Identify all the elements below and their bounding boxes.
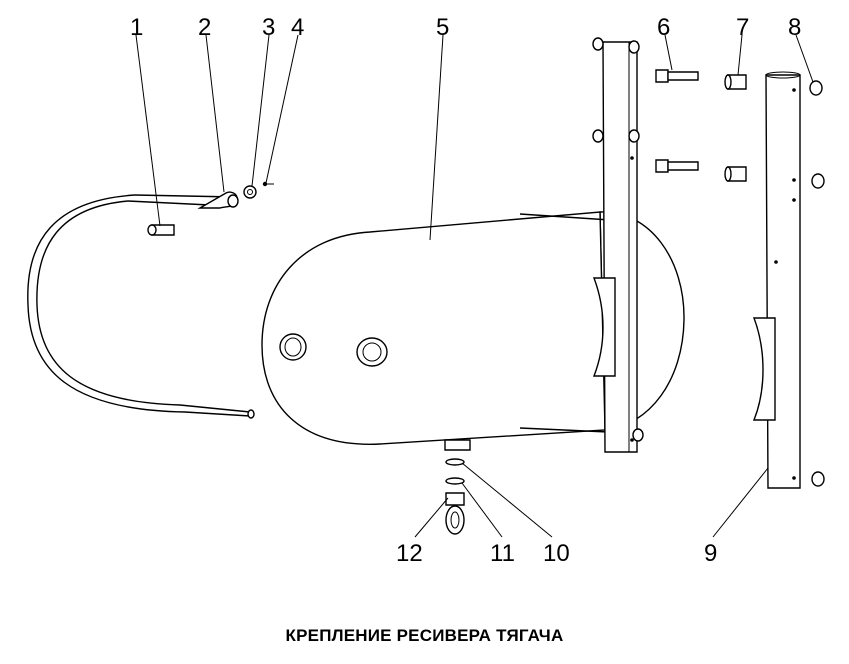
hook-bolt — [197, 191, 239, 209]
bushing-lower — [724, 166, 747, 182]
mounting-bracket — [592, 37, 644, 453]
nut-3 — [811, 471, 825, 487]
washer — [243, 185, 257, 199]
small-nut — [262, 181, 274, 187]
diagram-caption: КРЕПЛЕНИЕ РЕСИВЕРА ТЯГАЧА — [285, 626, 564, 645]
bolt-lower — [655, 159, 699, 173]
nut-2 — [811, 173, 825, 189]
callout-8: 8 — [788, 14, 801, 41]
bushing-upper — [724, 74, 747, 90]
nut-1 — [809, 80, 823, 96]
callout-9: 9 — [704, 540, 717, 567]
callout-5: 5 — [436, 14, 449, 41]
callout-10: 10 — [543, 540, 570, 567]
rear-strip — [752, 71, 801, 489]
pin — [147, 224, 175, 236]
clamp-band — [27, 194, 255, 419]
callout-1: 1 — [130, 14, 143, 41]
callout-7: 7 — [736, 14, 749, 41]
gasket-11 — [445, 477, 465, 485]
callout-3: 3 — [262, 14, 275, 41]
callout-11: 11 — [490, 540, 515, 567]
leader-lines — [135, 34, 814, 538]
gasket-10 — [445, 458, 465, 466]
callout-6: 6 — [657, 14, 670, 41]
callout-2: 2 — [198, 14, 211, 41]
callout-12: 12 — [396, 540, 423, 567]
callout-4: 4 — [291, 14, 304, 41]
drain-valve — [445, 492, 465, 535]
bolt-upper — [655, 69, 699, 83]
